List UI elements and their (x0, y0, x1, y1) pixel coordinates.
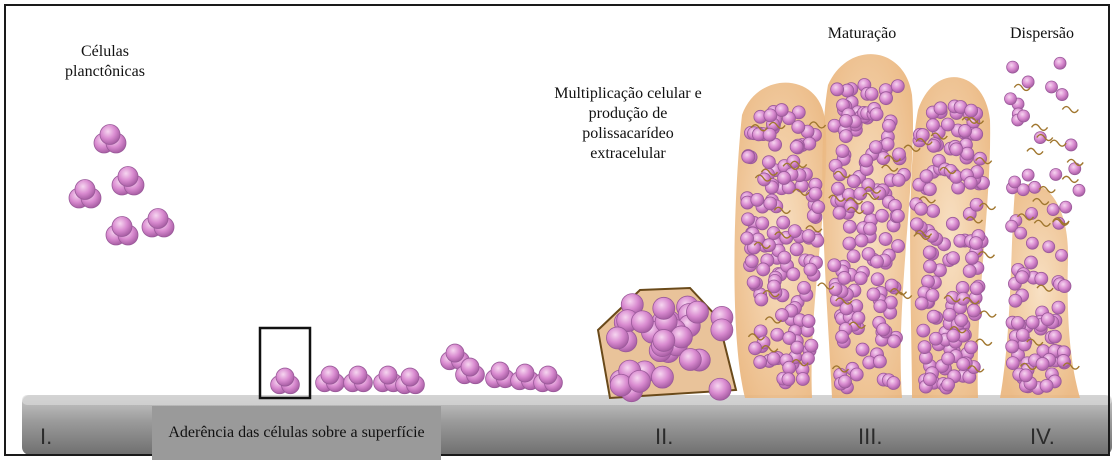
stage-label-4: IV. (1030, 424, 1055, 450)
adhesion-caption: Aderência das células sobre a superfície (152, 406, 441, 460)
figure-border (4, 4, 1110, 456)
planktonic-cells-label: Células planctônicas (50, 42, 160, 82)
stage-label-3: III. (858, 424, 882, 450)
dispersion-label: Dispersão (1002, 24, 1082, 44)
stage-label-1: I. (40, 424, 52, 450)
stage-label-2: II. (655, 424, 673, 450)
multiplication-label: Multiplicação celular e produção de poli… (548, 84, 708, 164)
maturation-label: Maturação (822, 24, 902, 44)
